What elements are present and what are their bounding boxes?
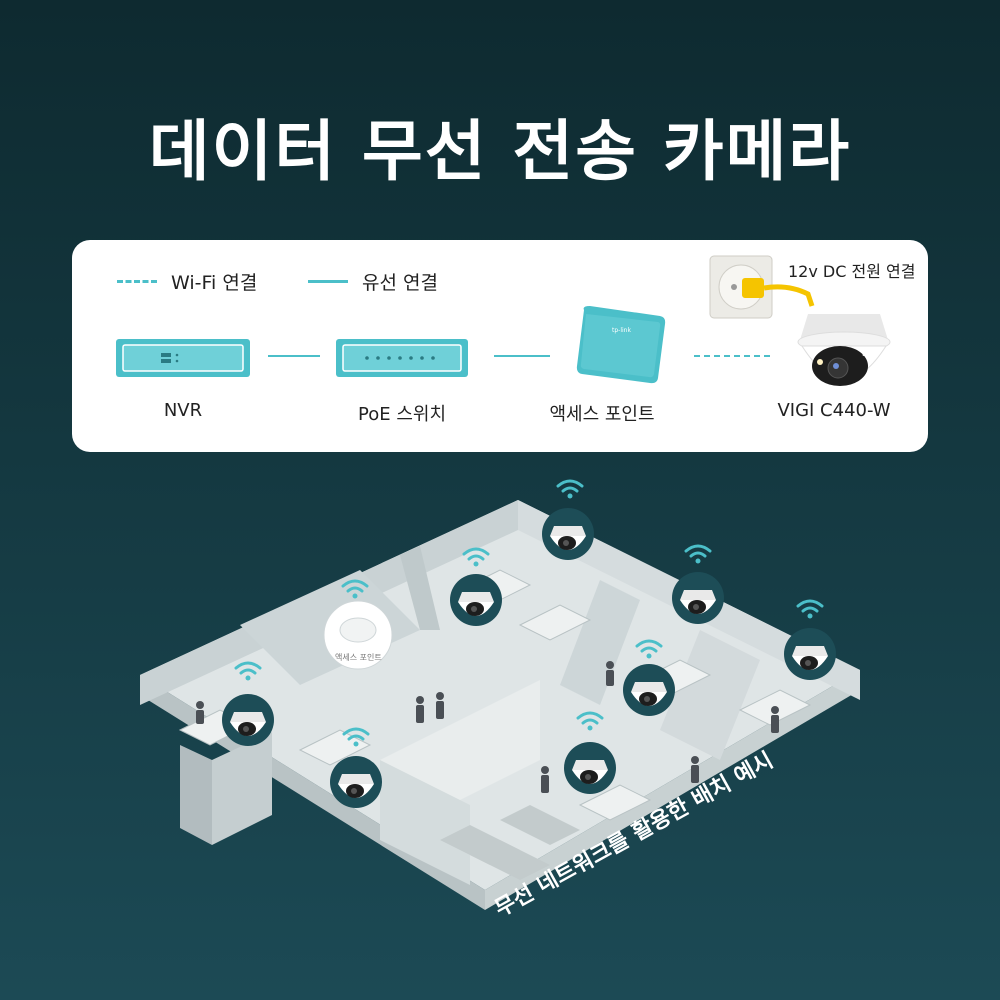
camera-badge-icon <box>450 574 502 626</box>
camera-icon: tp <box>797 314 891 386</box>
wifi-signal-icon <box>556 479 584 500</box>
solid-line-icon <box>308 280 348 283</box>
wifi-connector <box>694 355 770 357</box>
camera-badge-icon <box>672 572 724 624</box>
access-point-icon: tp-link <box>576 306 666 384</box>
svg-text:tp-link: tp-link <box>612 327 631 334</box>
nvr-icon <box>116 339 250 377</box>
poe-switch-label: PoE 스위치 <box>358 404 446 425</box>
connection-card: Wi-Fi 연결 유선 연결 NVR PoE 스위치 tp-link 액세스 포… <box>72 240 928 452</box>
nvr-label: NVR <box>163 400 203 421</box>
legend-wifi-label: Wi-Fi 연결 <box>171 272 258 294</box>
wired-connector-1 <box>268 355 320 357</box>
ap-small-label: 액세스 포인트 <box>335 652 382 662</box>
camera-badge-icon <box>542 508 594 560</box>
legend-wired: 유선 연결 <box>308 268 438 295</box>
poe-switch-icon <box>336 339 468 377</box>
wifi-signal-icon <box>684 544 712 565</box>
access-point-label: 액세스 포인트 <box>549 404 655 425</box>
dashed-line-icon <box>117 280 157 283</box>
power-socket-icon <box>709 255 815 319</box>
page-title: 데이터 무선 전송 카메라 <box>148 113 852 190</box>
office-floor-illustration: 액세스 포인트 <box>140 479 860 910</box>
camera-label: VIGI C440-W <box>777 400 891 421</box>
camera-badge-icon <box>784 628 836 680</box>
camera-badge-icon <box>330 756 382 808</box>
wired-connector-2 <box>494 355 550 357</box>
power-label: 12v DC 전원 연결 <box>788 262 916 281</box>
legend-wired-label: 유선 연결 <box>362 272 438 294</box>
camera-badge-icon <box>564 742 616 794</box>
svg-text:tp: tp <box>862 350 870 358</box>
wifi-signal-icon <box>796 599 824 620</box>
legend-wifi: Wi-Fi 연결 <box>117 268 257 295</box>
camera-badge-icon <box>222 694 274 746</box>
camera-badge-icon <box>623 664 675 716</box>
